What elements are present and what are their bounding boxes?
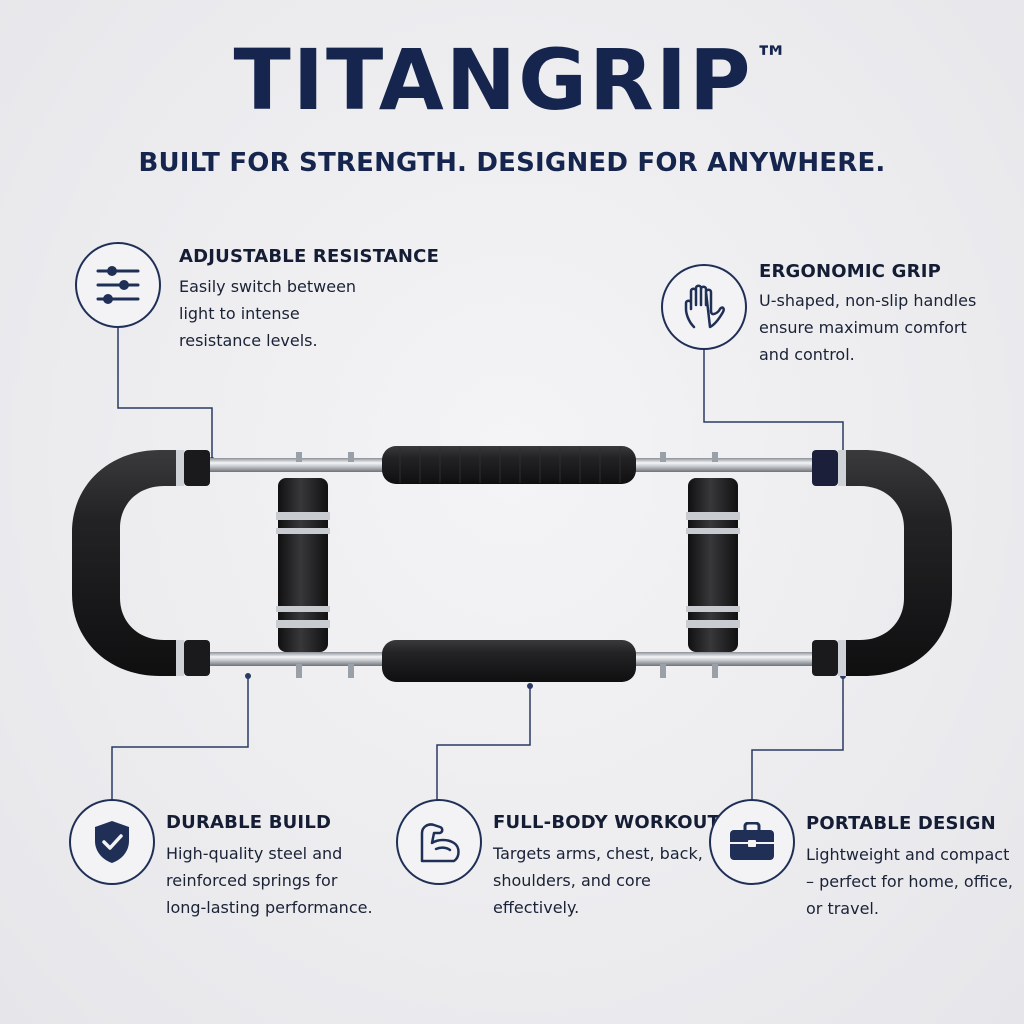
durable-desc: High-quality steel and reinforced spring… xyxy=(166,840,373,921)
fullbody-desc: Targets arms, chest, back, shoulders, an… xyxy=(493,840,703,921)
right-handle-ring xyxy=(838,640,846,676)
spring-pin xyxy=(348,664,354,678)
connector-dot xyxy=(245,673,251,679)
spring-pin xyxy=(296,664,302,678)
trademark-symbol: ™ xyxy=(754,39,791,79)
portable-desc: Lightweight and compact – perfect for ho… xyxy=(806,841,1013,922)
right-u-handle xyxy=(846,450,952,676)
fullbody-title: FULL-BODY WORKOUT xyxy=(493,812,721,833)
sliders-icon xyxy=(75,242,161,328)
briefcase-icon xyxy=(709,799,795,885)
desc-line: Lightweight and compact xyxy=(806,845,1010,864)
adjustable-title: ADJUSTABLE RESISTANCE xyxy=(179,246,440,267)
spring-pin xyxy=(660,664,666,678)
right-vertical-grip xyxy=(686,478,740,652)
desc-line: U-shaped, non-slip handles xyxy=(759,291,977,310)
adjustable-desc: Easily switch between light to intense r… xyxy=(179,273,356,354)
desc-line: and control. xyxy=(759,345,855,364)
desc-line: light to intense xyxy=(179,304,300,323)
desc-line: or travel. xyxy=(806,899,879,918)
spring-pin xyxy=(712,452,718,462)
brand-name: TITANGRIP xyxy=(233,31,753,129)
connector-portable xyxy=(751,676,844,800)
ergonomic-desc: U-shaped, non-slip handles ensure maximu… xyxy=(759,287,976,368)
portable-title: PORTABLE DESIGN xyxy=(806,813,996,834)
right-handle-ring xyxy=(838,450,846,486)
connector-dot xyxy=(527,683,533,689)
flexed-arm-icon xyxy=(396,799,482,885)
desc-line: ensure maximum comfort xyxy=(759,318,967,337)
connector-fullbody xyxy=(436,686,531,800)
left-u-handle xyxy=(72,450,178,676)
desc-line: reinforced springs for xyxy=(166,871,338,890)
ergonomic-title: ERGONOMIC GRIP xyxy=(759,261,942,282)
desc-line: Targets arms, chest, back, xyxy=(493,844,703,863)
connector-durable xyxy=(111,676,249,800)
spring-pin xyxy=(660,452,666,462)
desc-line: High-quality steel and xyxy=(166,844,343,863)
desc-line: Easily switch between xyxy=(179,277,357,296)
left-vertical-grip xyxy=(276,478,330,652)
brand-title: TITANGRIP™ xyxy=(0,38,1024,122)
spring-pin xyxy=(296,452,302,462)
spring-pin xyxy=(348,452,354,462)
shield-check-icon xyxy=(69,799,155,885)
bottom-center-grip xyxy=(382,640,636,682)
spring-pin xyxy=(712,664,718,678)
left-handle-ring xyxy=(176,450,184,486)
hand-icon xyxy=(661,264,747,350)
desc-line: effectively. xyxy=(493,898,580,917)
desc-line: resistance levels. xyxy=(179,331,318,350)
connector-ergonomic xyxy=(703,350,844,460)
top-center-grip xyxy=(382,446,636,484)
durable-title: DURABLE BUILD xyxy=(166,812,332,833)
left-handle-ring xyxy=(176,640,184,676)
tagline: BUILT FOR STRENGTH. DESIGNED FOR ANYWHER… xyxy=(138,148,886,178)
desc-line: – perfect for home, office, xyxy=(806,872,1013,891)
connector-adjustable xyxy=(117,328,213,460)
desc-line: shoulders, and core xyxy=(493,871,651,890)
desc-line: long-lasting performance. xyxy=(166,898,373,917)
